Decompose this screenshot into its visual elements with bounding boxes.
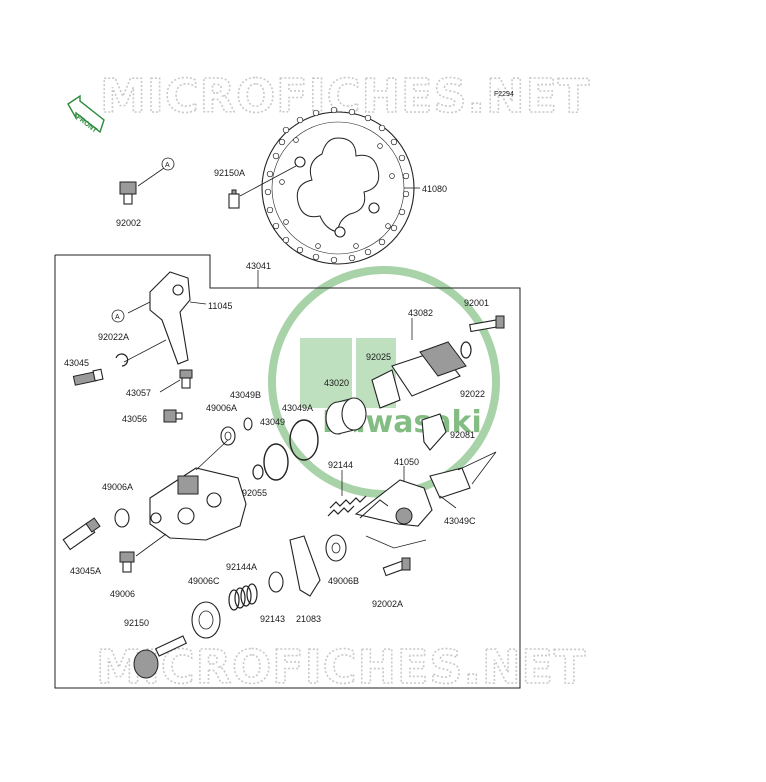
label-92081: 92081 [450, 430, 475, 440]
label-49006b: 49006B [328, 576, 359, 586]
spring-92144a [228, 583, 258, 611]
label-92144a: 92144A [226, 562, 257, 572]
spring-plate-92025 [371, 369, 401, 409]
label-92025: 92025 [366, 352, 391, 362]
bolt-92001 [469, 315, 505, 333]
gasket-43049c [429, 467, 471, 499]
label-43049c: 43049C [444, 516, 476, 526]
label-49006a-left: 49006A [102, 482, 133, 492]
ref-marker-a-left-label: A [115, 314, 120, 321]
label-49006: 49006 [110, 589, 135, 599]
label-43049a: 43049A [282, 403, 313, 413]
label-92055: 92055 [242, 488, 267, 498]
label-43041: 43041 [246, 261, 271, 271]
pin-43045 [72, 368, 104, 386]
watermark-bottom: MICROFICHES.NET [96, 640, 586, 694]
bolt-92002a [382, 557, 411, 577]
label-92002: 92002 [116, 218, 141, 228]
label-43049: 43049 [260, 417, 285, 427]
label-43045a: 43045A [70, 566, 101, 576]
label-43049b: 43049B [230, 390, 261, 400]
clip-92081 [421, 413, 447, 451]
label-43045: 43045 [64, 358, 89, 368]
seal-49006a-left [114, 508, 130, 528]
fitting-43057 [179, 369, 193, 389]
label-11045: 11045 [208, 301, 232, 311]
label-92022a: 92022A [98, 332, 129, 342]
ref-marker-a-top [161, 157, 175, 171]
label-49006a-top: 49006A [206, 403, 237, 413]
ring-92022 [460, 341, 472, 359]
ring-43049a [289, 419, 319, 461]
caliper-body [149, 467, 247, 541]
bolt-92002 [119, 181, 137, 205]
ref-marker-a-left [111, 309, 125, 323]
label-43082: 43082 [408, 308, 433, 318]
brake-disc-41080 [261, 106, 415, 265]
front-arrow-icon: FRONT [67, 94, 105, 135]
spring-92144 [327, 495, 367, 517]
label-92002a: 92002A [372, 599, 403, 609]
label-41080: 41080 [422, 184, 447, 194]
bolt-92150 [133, 635, 188, 679]
label-92001: 92001 [464, 298, 489, 308]
label-43020: 43020 [324, 378, 349, 388]
washer-92143 [268, 571, 284, 593]
bolt-49006 [119, 551, 135, 573]
label-92022: 92022 [460, 389, 485, 399]
ring-43049b [243, 417, 253, 431]
label-41050: 41050 [394, 457, 419, 467]
label-43056: 43056 [122, 414, 147, 424]
bleeder-43056 [163, 409, 183, 423]
figure-code: F2294 [494, 91, 514, 98]
ref-marker-a-top-label: A [165, 162, 170, 169]
lever-41050 [354, 479, 433, 527]
label-21083: 21083 [296, 614, 321, 624]
piston-43020 [325, 397, 367, 435]
brake-pads-43082 [391, 341, 467, 397]
bracket-11045 [149, 271, 191, 365]
sleeve-43045a [62, 517, 101, 551]
label-92150a: 92150A [214, 168, 245, 178]
label-92143: 92143 [260, 614, 285, 624]
ring-43049 [263, 443, 289, 481]
arm-21083 [289, 535, 321, 597]
label-92150: 92150 [124, 618, 149, 628]
label-92144: 92144 [328, 460, 353, 470]
label-43057: 43057 [126, 388, 151, 398]
assembly-frame [54, 254, 521, 689]
bolt-92150a [228, 189, 240, 209]
seal-49006c [191, 601, 221, 639]
label-49006c: 49006C [188, 576, 220, 586]
circlip-92022a [115, 353, 129, 367]
seal-49006a-top [220, 426, 236, 446]
oring-92055 [252, 464, 264, 480]
